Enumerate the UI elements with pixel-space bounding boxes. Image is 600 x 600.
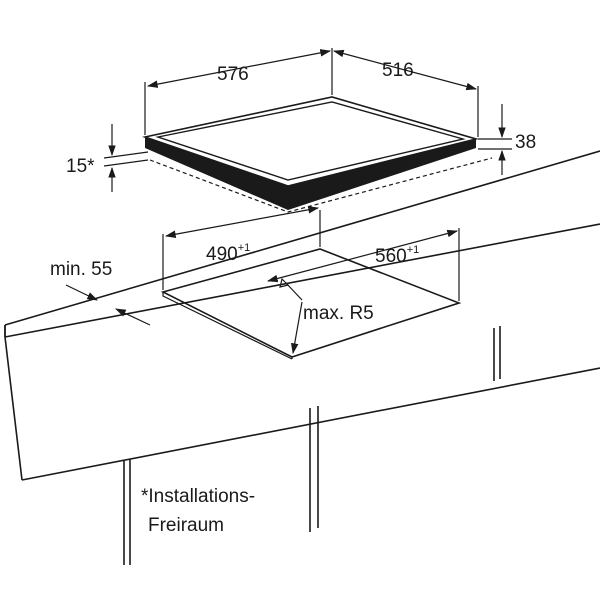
dimension-cutout-width: 490+1	[162, 206, 321, 290]
label-560: 560+1	[375, 244, 419, 267]
label-max-r5: max. R5	[303, 303, 374, 324]
footnote-line-1: *Installations-	[141, 486, 255, 507]
dimension-cutout-depth: 560+1	[266, 228, 460, 301]
hob-glass-field	[155, 101, 466, 181]
label-490: 490+1	[206, 242, 250, 265]
label-576: 576	[217, 64, 249, 85]
dimension-clearance: 15*	[66, 124, 149, 192]
cabinet-supports	[123, 326, 501, 565]
hob-rim	[147, 145, 475, 199]
label-516: 516	[382, 60, 414, 81]
footnote-line-2: Freiraum	[148, 515, 224, 536]
label-min-55: min. 55	[50, 259, 112, 280]
dimension-min-edge: min. 55	[50, 259, 151, 326]
dimension-hob-height: 38	[478, 104, 536, 175]
hob	[142, 96, 493, 213]
dimension-hob-depth: 516	[332, 49, 479, 137]
label-15: 15*	[66, 156, 95, 177]
dimension-hob-width: 576	[144, 48, 333, 135]
footnote: *Installations- Freiraum	[141, 486, 255, 536]
label-38: 38	[515, 132, 536, 153]
corner-radius-callout: max. R5	[279, 277, 374, 355]
